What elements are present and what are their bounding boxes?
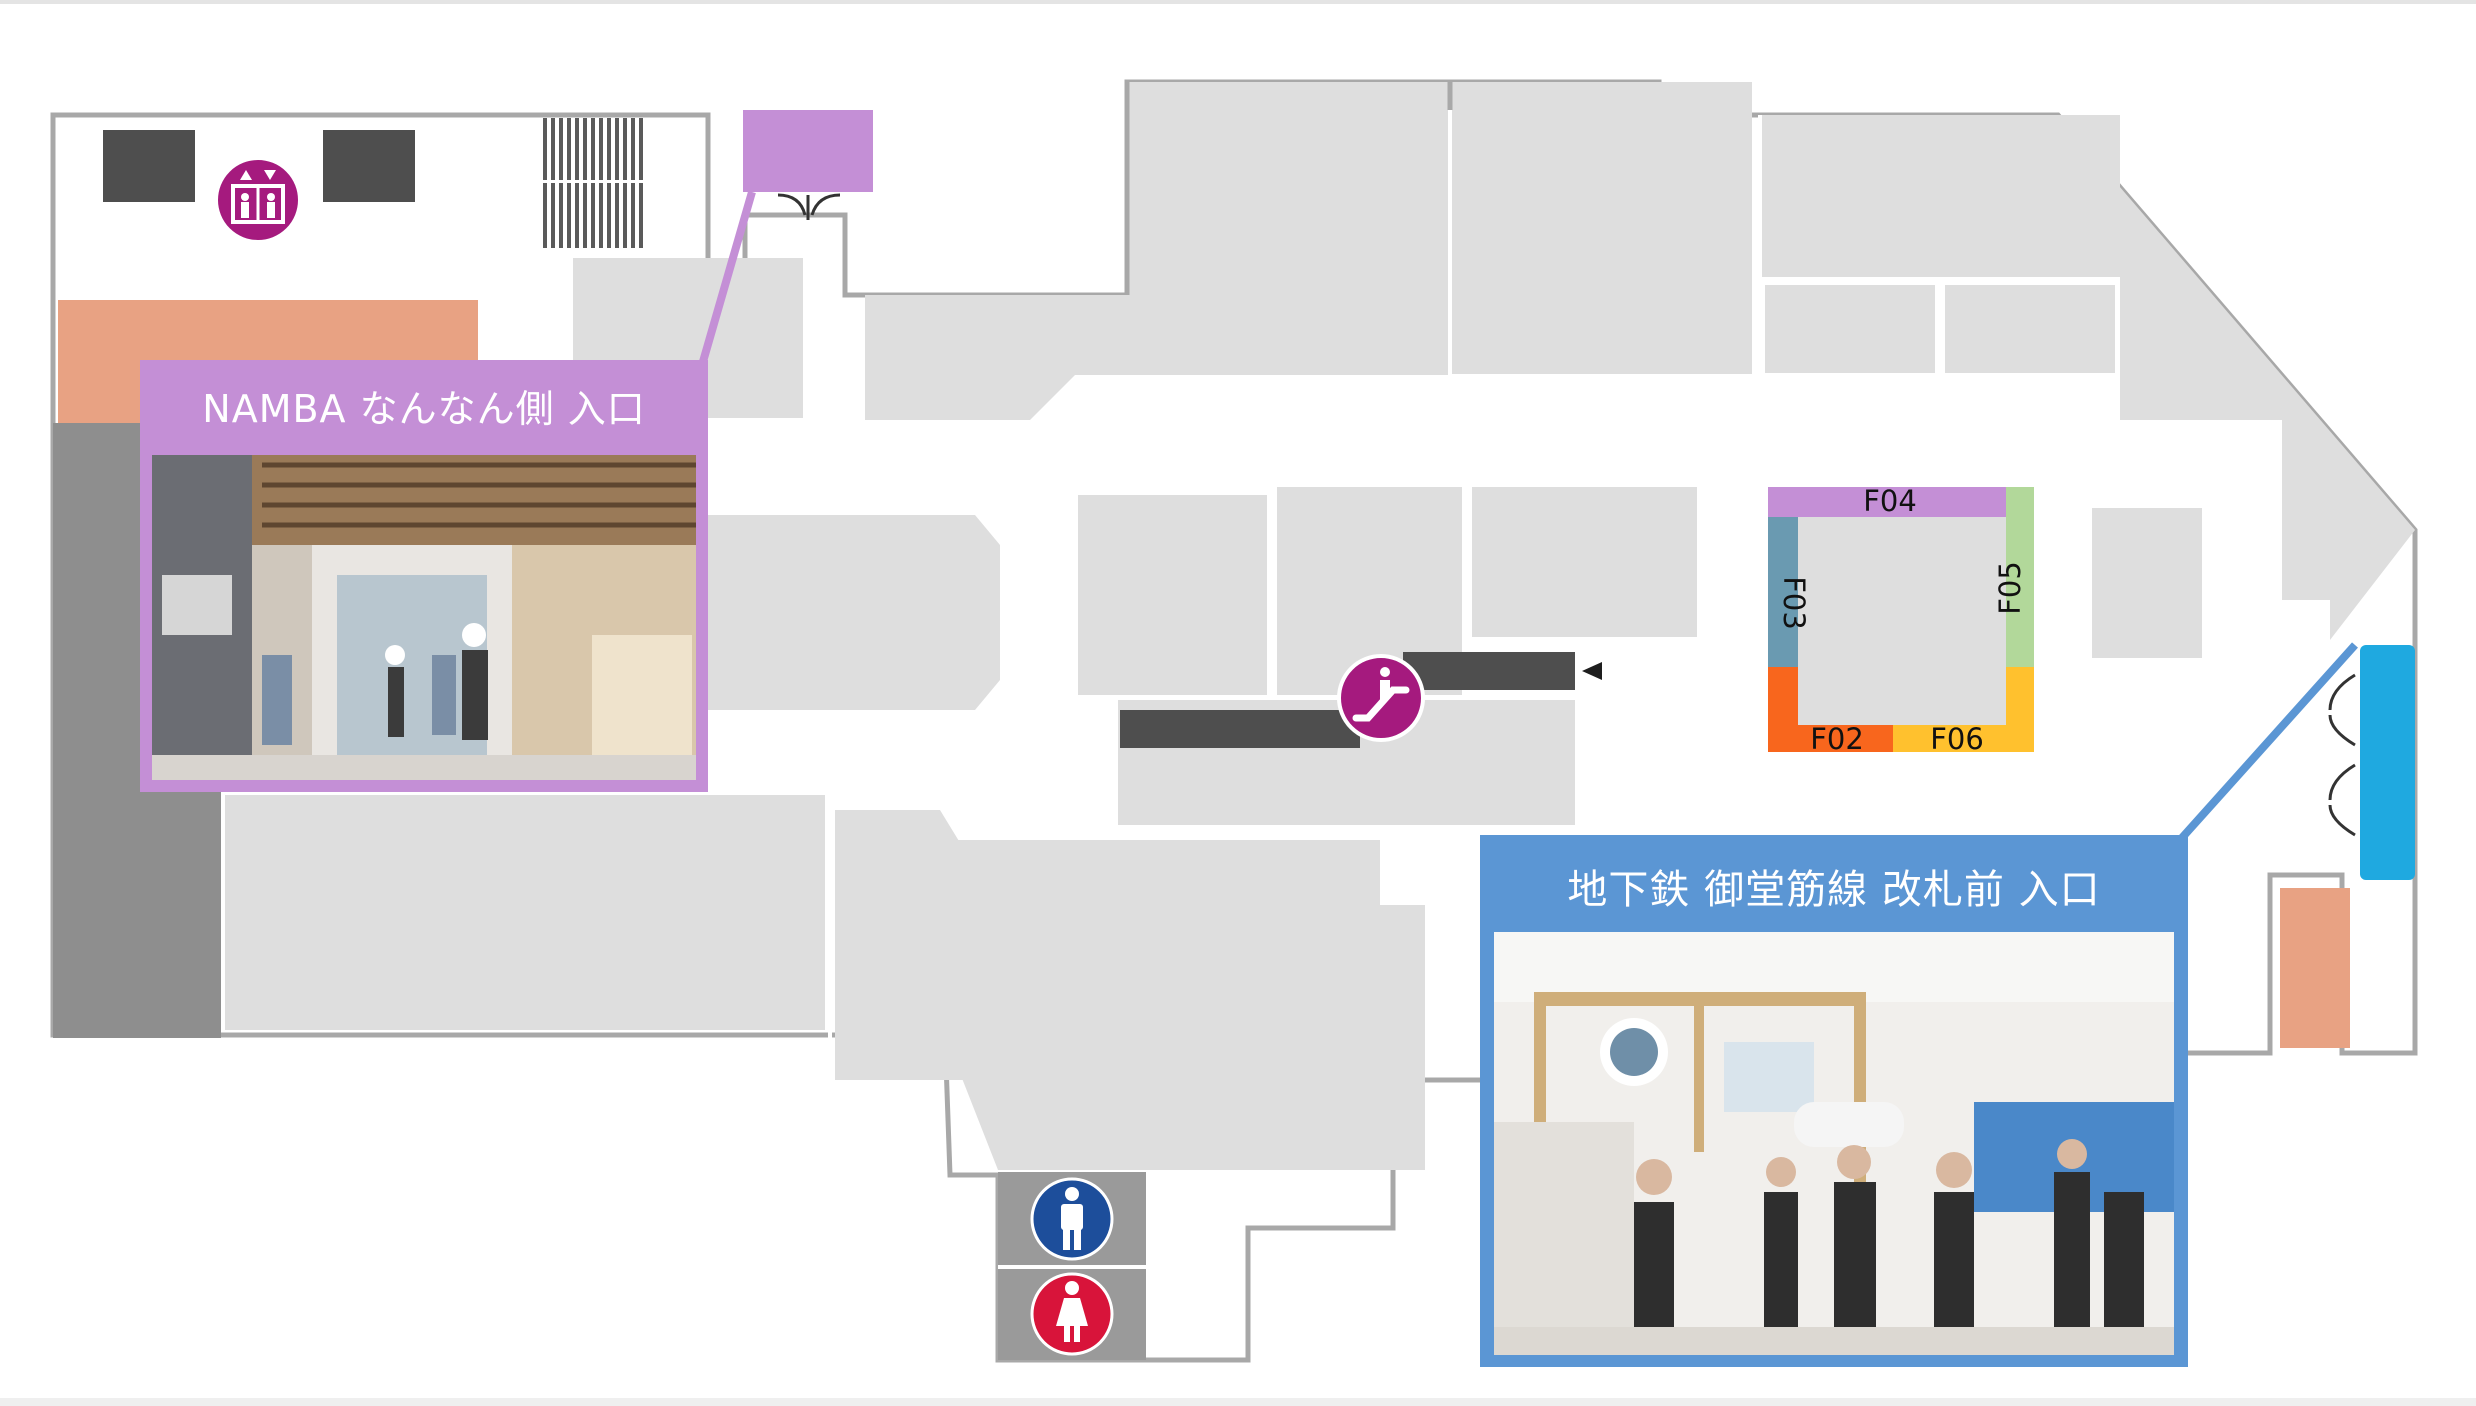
booth-F05 xyxy=(2006,487,2034,667)
subway-entrance-callout: 地下鉄 御堂筋線 改札前 入口 xyxy=(1480,835,2188,1367)
stairs xyxy=(540,118,648,248)
entrance-doors-top xyxy=(777,193,841,220)
booth-F04-label: F04 xyxy=(1863,484,1917,518)
subway-callout-title: 地下鉄 御堂筋線 改札前 入口 xyxy=(1567,867,2101,913)
womens-restroom-icon xyxy=(1030,1272,1114,1356)
inner-walls xyxy=(1124,82,1453,295)
booth-F02-label: F02 xyxy=(1810,722,1864,756)
namba-leader-line xyxy=(696,190,756,374)
namba-entrance-marker xyxy=(743,110,873,192)
namba-callout-title: NAMBA なんなん側 入口 xyxy=(202,387,646,431)
escalator-bar-upper xyxy=(1403,652,1575,690)
event-booth-area: F04 F03 F05 F02 F06 xyxy=(1768,484,2034,756)
booth-F03-label: F03 xyxy=(1777,576,1811,630)
mens-restroom-icon xyxy=(1030,1177,1114,1261)
booth-F06-label: F06 xyxy=(1930,722,1984,756)
booth-F05-label: F05 xyxy=(1993,561,2027,615)
subway-entrance-photo xyxy=(1494,932,2174,1355)
subway-entrance-marker xyxy=(2360,645,2415,880)
bottom-border xyxy=(0,1398,2476,1406)
top-border xyxy=(0,0,2476,4)
direction-arrow xyxy=(1582,662,1602,680)
salmon-block-right xyxy=(2280,888,2350,1048)
namba-entrance-photo xyxy=(152,455,696,780)
escalator-bar-lower xyxy=(1120,710,1360,748)
escalator-icon xyxy=(1337,654,1425,742)
stair-block-right xyxy=(323,130,415,202)
stair-block-left xyxy=(103,130,195,202)
namba-entrance-callout: NAMBA なんなん側 入口 xyxy=(140,360,708,792)
elevator-icon xyxy=(214,156,302,244)
booth-F03 xyxy=(1768,517,1798,667)
subway-leader-line xyxy=(2177,642,2358,843)
booth-F04 xyxy=(1768,487,2006,517)
entrance-doors-right xyxy=(2328,673,2356,837)
